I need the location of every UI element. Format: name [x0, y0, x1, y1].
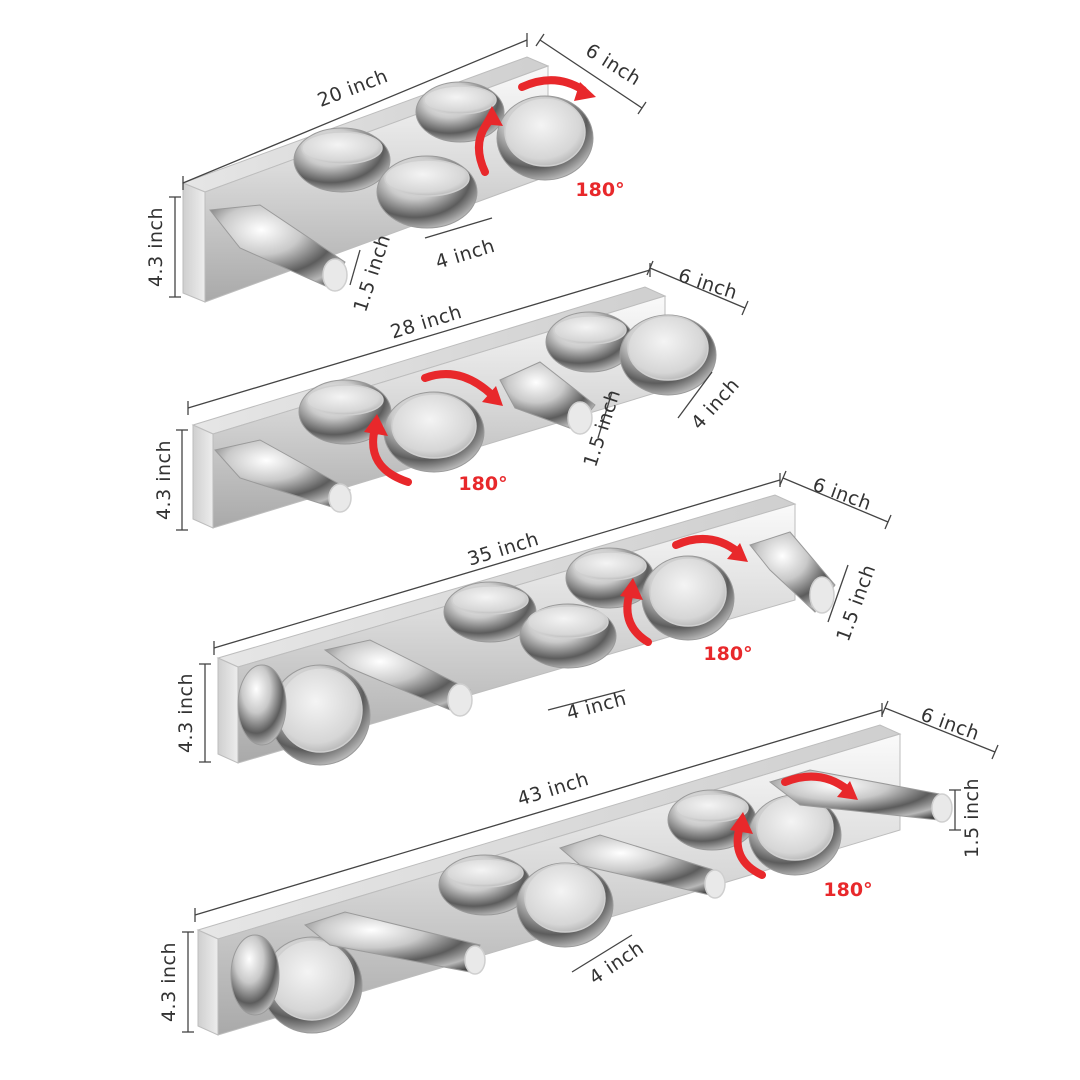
- light-shade: [545, 311, 635, 373]
- height-label: 4.3 inch: [145, 207, 167, 287]
- shade-diameter-label: 4 inch: [433, 235, 498, 274]
- light-shade-side: [237, 664, 287, 746]
- light-shade: [376, 155, 478, 229]
- fixture-20-inch: 20 inch 6 inch 4.3 inch 1.5 inch 4 inch …: [145, 33, 647, 315]
- rotate-arrow-icon: [482, 386, 503, 406]
- fixture-35-inch: 35 inch 6 inch 4.3 inch 1.5 inch 4 inch …: [175, 470, 892, 766]
- light-shade: [748, 794, 842, 876]
- shade-diameter-label: 4 inch: [564, 688, 629, 725]
- rotate-arrow-icon: [837, 781, 858, 800]
- light-shade-side: [323, 639, 473, 717]
- bar-end-face: [217, 657, 239, 764]
- light-shade-side: [749, 531, 836, 614]
- fixture-28-inch: 28 inch 6 inch 4.3 inch 1.5 inch 4 inch …: [153, 260, 749, 531]
- height-label: 4.3 inch: [158, 942, 180, 1022]
- light-shade-side: [303, 911, 486, 975]
- height-label: 4.3 inch: [175, 673, 197, 753]
- light-shade: [619, 314, 717, 396]
- rotate-arrow-icon: [364, 414, 388, 436]
- rotation-label: 180°: [575, 179, 624, 201]
- light-shade: [293, 127, 391, 193]
- fixture-43-inch: 43 inch 6 inch 4.3 inch 1.5 inch 4 inch …: [158, 700, 999, 1036]
- depth-label: 6 inch: [810, 474, 875, 516]
- rotate-arrow-icon: [518, 76, 587, 94]
- light-shade: [519, 603, 617, 669]
- width-label: 43 inch: [515, 768, 592, 811]
- light-shade-side: [209, 204, 348, 292]
- rotate-arrow-icon: [574, 82, 596, 101]
- bar-end-face: [182, 182, 206, 303]
- light-shade-side: [499, 361, 596, 435]
- light-shade: [641, 555, 735, 641]
- light-shade-side: [768, 769, 953, 823]
- shade-depth-label: 1.5 inch: [961, 778, 983, 858]
- depth-label: 6 inch: [582, 39, 645, 90]
- light-shade: [516, 862, 614, 948]
- rotate-arrow-icon: [369, 424, 412, 486]
- light-shade: [383, 391, 485, 473]
- depth-label: 6 inch: [918, 704, 983, 746]
- rotate-arrow-icon: [727, 543, 748, 562]
- width-label: 20 inch: [315, 65, 392, 112]
- rotation-label: 180°: [458, 473, 507, 495]
- light-shade-side: [230, 934, 280, 1016]
- light-shade: [438, 854, 532, 916]
- rotate-arrow-icon: [620, 578, 643, 600]
- rotate-arrow-icon: [672, 534, 742, 556]
- depth-label: 6 inch: [675, 264, 740, 304]
- rotate-arrow-icon: [781, 772, 852, 794]
- bar-end-face: [192, 424, 214, 529]
- width-label: 35 inch: [465, 528, 542, 571]
- light-shade: [496, 95, 594, 181]
- rotation-label: 180°: [703, 643, 752, 665]
- rotate-arrow-icon: [482, 106, 503, 126]
- light-shade-side: [214, 439, 352, 513]
- rotate-arrow-icon: [733, 822, 766, 879]
- rotate-arrow-icon: [730, 812, 753, 834]
- height-label: 4.3 inch: [153, 440, 175, 520]
- shade-depth-label: 1.5 inch: [832, 562, 880, 645]
- light-shade: [443, 581, 537, 643]
- rotate-arrow-icon: [421, 370, 496, 399]
- rotation-label: 180°: [823, 879, 872, 901]
- light-shade-side: [558, 834, 726, 899]
- bar-end-face: [197, 929, 219, 1036]
- light-shade: [261, 936, 363, 1034]
